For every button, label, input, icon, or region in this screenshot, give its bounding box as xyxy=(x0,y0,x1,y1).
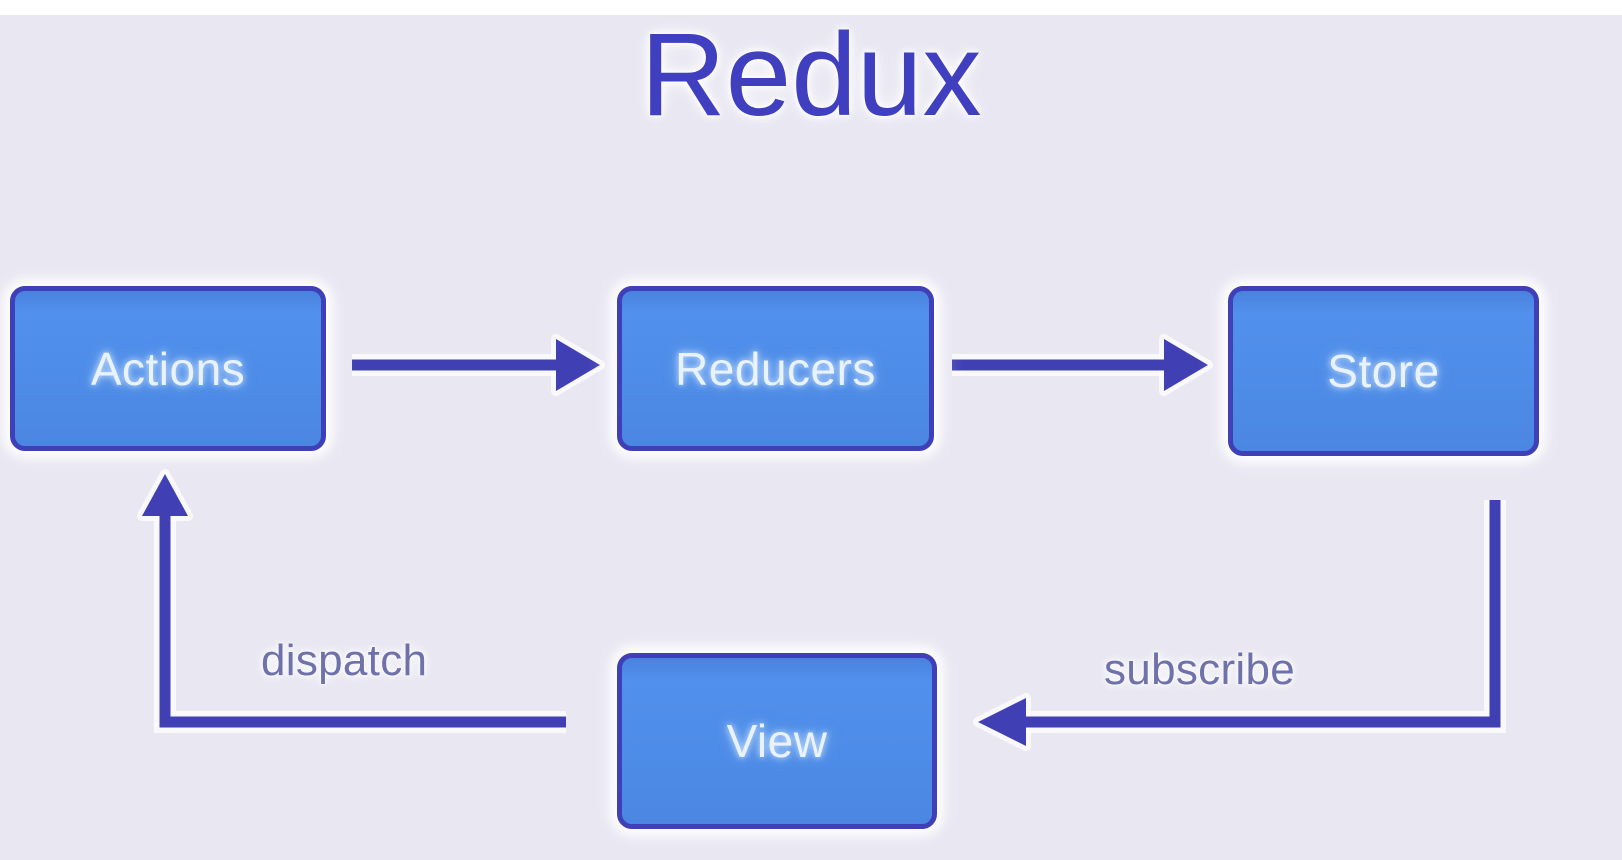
page-title: Redux xyxy=(640,9,982,141)
node-actions[interactable]: Actions xyxy=(10,286,326,451)
node-reducers-label: Reducers xyxy=(675,342,876,395)
node-reducers[interactable]: Reducers xyxy=(617,286,934,451)
edge-label-dispatch: dispatch xyxy=(261,636,428,685)
node-view-label: View xyxy=(726,715,828,767)
edge-label-subscribe: subscribe xyxy=(1104,645,1296,694)
node-actions-label: Actions xyxy=(90,342,246,395)
node-store-label: Store xyxy=(1327,345,1440,397)
node-store[interactable]: Store xyxy=(1228,286,1539,456)
node-view[interactable]: View xyxy=(617,653,937,829)
